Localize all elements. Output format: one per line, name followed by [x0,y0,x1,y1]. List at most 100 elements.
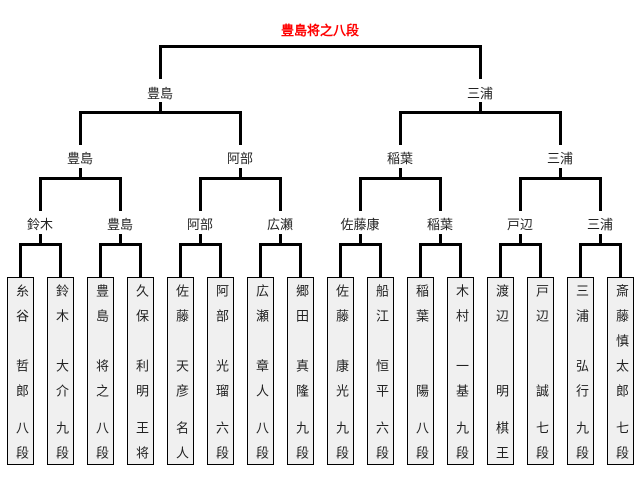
stem-line [119,234,122,244]
player-given-name: 将之 [93,359,108,409]
player-box: 鈴木大介九段 [47,277,74,471]
player-box: 郷田真隆九段 [287,277,314,471]
player-box: 三浦弘行九段 [567,277,594,471]
stem-line [479,102,482,112]
player-surname: 稲葉 [413,284,428,334]
player-title: 九段 [333,421,348,471]
round1-connector-h [339,243,382,246]
player-title: 八段 [13,421,28,471]
player-box: 阿部光瑠六段 [207,277,234,471]
stem-line [199,234,202,244]
player-title: 八段 [413,421,428,471]
player-surname: 船江 [373,284,388,334]
player-given-name: 哲郎 [13,359,28,409]
player-box: 佐藤天彦名人 [167,277,194,471]
semifinal-player-label: 稲葉 [386,152,413,167]
round1-connector-right [379,243,382,277]
player-title: 七段 [533,421,548,471]
player-surname: 斎藤慎 [613,284,628,359]
player-title: 棋王 [493,421,508,471]
player-given-name: 光瑠 [213,359,228,409]
stem-line [559,168,562,178]
semifinal-connector-right [239,111,242,145]
player-title: 名人 [173,421,188,471]
player-surname: 豊島 [93,284,108,334]
quarterfinal-connector-h [519,177,602,180]
stem-line [439,234,442,244]
quarterfinal-player-label: 鈴木 [26,218,53,233]
quarterfinal-connector-h [359,177,442,180]
stem-line [39,234,42,244]
player-title: 九段 [293,421,308,471]
player-given-name: 章人 [253,359,268,409]
final-connector-h [159,45,482,48]
round1-connector-h [579,243,622,246]
quarterfinal-player-label: 稲葉 [426,218,453,233]
round1-connector-right [139,243,142,277]
round1-connector-left [179,243,182,277]
player-title: 八段 [253,421,268,471]
round1-connector-left [419,243,422,277]
quarterfinal-connector-left [39,177,42,211]
stem-line [519,234,522,244]
round1-connector-right [539,243,542,277]
stem-line [279,234,282,244]
player-title: 王将 [133,421,148,471]
player-box: 渡辺明棋王 [487,277,514,471]
player-title: 九段 [453,421,468,471]
quarterfinal-connector-right [599,177,602,211]
quarterfinal-connector-right [439,177,442,211]
player-given-name: 利明 [133,359,148,409]
final-player-label: 三浦 [466,87,493,102]
player-title: 六段 [373,421,388,471]
stem-line [239,168,242,178]
round1-connector-left [499,243,502,277]
player-box: 糸谷哲郎八段 [7,277,34,471]
player-surname: 木村 [453,284,468,334]
player-surname: 三浦 [573,284,588,334]
player-surname: 佐藤 [333,284,348,334]
player-given-name: 大介 [53,359,68,409]
player-given-name: 真隆 [293,359,308,409]
player-box: 広瀬章人八段 [247,277,274,471]
player-title: 九段 [53,421,68,471]
player-given-name: 太郎 [613,359,628,409]
semifinal-player-label: 三浦 [546,152,573,167]
player-surname: 糸谷 [13,284,28,334]
player-box: 斎藤慎太郎七段 [607,277,634,471]
round1-connector-h [419,243,462,246]
stem-line [79,168,82,178]
player-surname: 戸辺 [533,284,548,334]
quarterfinal-connector-left [359,177,362,211]
round1-connector-h [19,243,62,246]
player-surname: 渡辺 [493,284,508,334]
player-box: 船江恒平六段 [367,277,394,471]
player-surname: 郷田 [293,284,308,334]
quarterfinal-player-label: 広瀬 [266,218,293,233]
round1-connector-right [219,243,222,277]
semifinal-connector-left [79,111,82,145]
player-surname: 久保 [133,284,148,334]
player-given-name: 一基 [453,359,468,409]
quarterfinal-player-label: 豊島 [106,218,133,233]
player-title: 七段 [613,421,628,471]
round1-connector-left [579,243,582,277]
player-box: 木村一基九段 [447,277,474,471]
quarterfinal-connector-left [199,177,202,211]
final-player-label: 豊島 [146,87,173,102]
semifinal-connector-right [559,111,562,145]
player-given-name: 天彦 [173,359,188,409]
player-surname: 佐藤 [173,284,188,334]
round1-connector-left [99,243,102,277]
quarterfinal-player-label: 阿部 [186,218,213,233]
quarterfinal-player-label: 佐藤康 [340,218,380,233]
semifinal-connector-h [79,111,242,114]
round1-connector-left [259,243,262,277]
quarterfinal-connector-right [119,177,122,211]
quarterfinal-player-label: 三浦 [586,218,613,233]
player-given-name: 恒平 [373,359,388,409]
round1-connector-h [499,243,542,246]
player-given-name: 康光 [333,359,348,409]
round1-connector-left [339,243,342,277]
player-box: 戸辺誠七段 [527,277,554,471]
